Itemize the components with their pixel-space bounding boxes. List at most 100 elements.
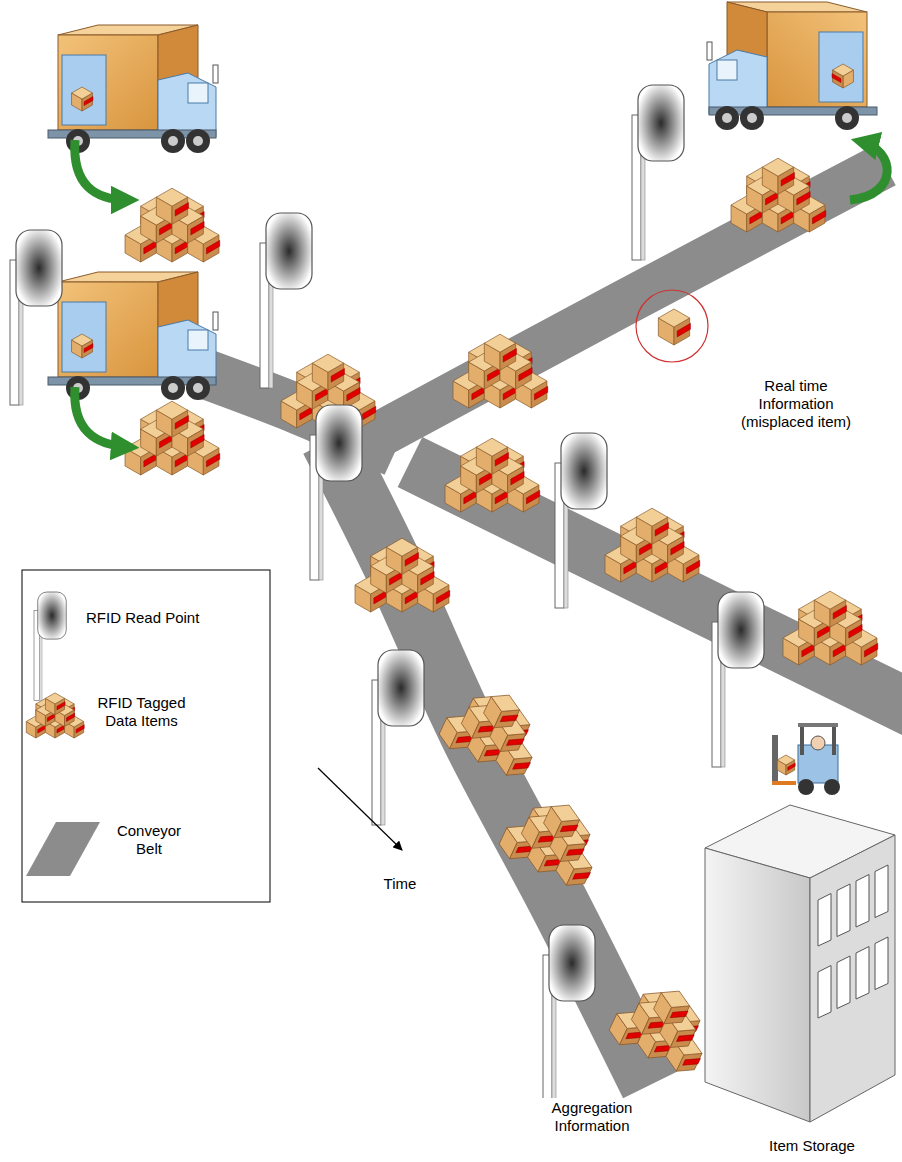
truck-wheel — [161, 129, 185, 153]
box-face — [814, 591, 845, 609]
tagged-box — [156, 188, 188, 224]
tagged-box — [480, 688, 524, 734]
rfid-tag — [864, 643, 877, 657]
building-wall — [705, 848, 810, 1122]
tagged-box — [156, 401, 188, 437]
tagged-box — [312, 354, 344, 390]
truck-wheel — [186, 376, 210, 400]
box-face — [72, 87, 93, 99]
truck-hub — [168, 383, 178, 393]
annotation-label: Aggregation Information — [534, 1098, 650, 1136]
rfid-tag — [331, 369, 344, 383]
reader-antenna — [378, 650, 424, 726]
rfid-tag — [500, 709, 518, 727]
building-window — [856, 875, 869, 928]
tagged-box-stack — [125, 188, 220, 262]
forklift-post — [800, 725, 804, 755]
annotation-label: Item Storage — [745, 1136, 879, 1156]
rfid-tag — [506, 733, 524, 751]
tagged-box — [777, 755, 795, 775]
box-face — [484, 334, 515, 352]
legend-label: RFID Read Point — [86, 609, 256, 627]
building-window — [818, 894, 831, 947]
reader-antenna — [16, 230, 62, 306]
rfid-tag — [175, 416, 188, 430]
reader-pole-side — [641, 145, 645, 260]
conveyor-belt — [330, 440, 650, 1085]
tagged-box — [540, 798, 584, 844]
tagged-box — [636, 508, 668, 544]
conveyor-belt — [360, 165, 885, 445]
rfid-tag — [495, 453, 508, 467]
tagged-box-stack — [435, 675, 552, 782]
box-face — [45, 693, 64, 704]
box-face — [487, 688, 523, 718]
reader-antenna — [638, 85, 684, 161]
rfid-tag — [84, 97, 93, 106]
tagged-box-stack — [125, 401, 220, 475]
tagged-box-stack — [453, 334, 548, 408]
rfid-read-point — [34, 592, 66, 701]
box-face — [777, 755, 794, 765]
truck-wheel — [715, 106, 739, 130]
building-wall — [810, 835, 895, 1122]
rfid-read-point — [260, 213, 312, 388]
truck-cab — [709, 50, 767, 114]
rfid-tag — [436, 590, 449, 604]
box-face — [658, 309, 689, 327]
rfid-tag — [566, 843, 584, 861]
storage-building — [705, 805, 895, 1122]
transfer-arrow — [75, 140, 128, 200]
rfid-tag — [686, 560, 699, 574]
truck-cargo — [767, 12, 867, 107]
forklift — [772, 723, 840, 795]
reader-pole-side — [19, 290, 23, 405]
reader-antenna — [316, 405, 362, 481]
truck-window — [717, 60, 737, 80]
legend-label: RFID Tagged Data Items — [84, 694, 199, 730]
rfid-read-point — [712, 592, 764, 767]
conveyor-belt — [410, 462, 902, 720]
tagged-box — [45, 693, 65, 715]
legend-box — [22, 570, 270, 902]
rfid-tag — [849, 624, 862, 638]
rfid-tag — [671, 541, 684, 555]
box-face — [636, 508, 667, 526]
tagged-box — [386, 538, 418, 574]
rfid-tag — [76, 725, 84, 733]
reader-pole-side — [552, 985, 556, 1100]
forklift-post — [832, 725, 836, 755]
tagged-box-stack — [26, 693, 84, 738]
tagged-box-stack — [355, 538, 450, 612]
reader-antenna — [38, 592, 67, 639]
box-face — [762, 158, 793, 176]
reader-pole-side — [40, 629, 42, 700]
truck-open-door — [62, 55, 106, 125]
rfid-tag — [797, 191, 810, 205]
rfid-tag — [421, 571, 434, 585]
box-face — [312, 354, 343, 372]
rfid-tag — [683, 1053, 701, 1071]
tagged-box — [72, 87, 93, 111]
tagged-box — [72, 334, 93, 358]
highlight-circle — [636, 290, 708, 362]
rfid-tag — [676, 1029, 694, 1047]
truck-cargo — [58, 35, 158, 130]
truck-hub — [842, 113, 852, 123]
rfid-tag — [511, 471, 524, 485]
rfid-tag — [560, 819, 578, 837]
reader-antenna — [266, 213, 312, 289]
truck-wheel — [186, 129, 210, 153]
truck-cab — [158, 73, 216, 137]
tagged-box — [484, 334, 516, 370]
truck-cargo — [58, 282, 158, 377]
reader-antenna — [718, 592, 764, 668]
rfid-tag — [362, 406, 375, 420]
rfid-read-point — [310, 405, 362, 580]
rfid-tag — [347, 387, 360, 401]
transfer-arrow — [75, 387, 128, 447]
box-face — [657, 984, 693, 1014]
tagged-box — [476, 438, 508, 474]
rfid-read-point — [543, 925, 595, 1100]
